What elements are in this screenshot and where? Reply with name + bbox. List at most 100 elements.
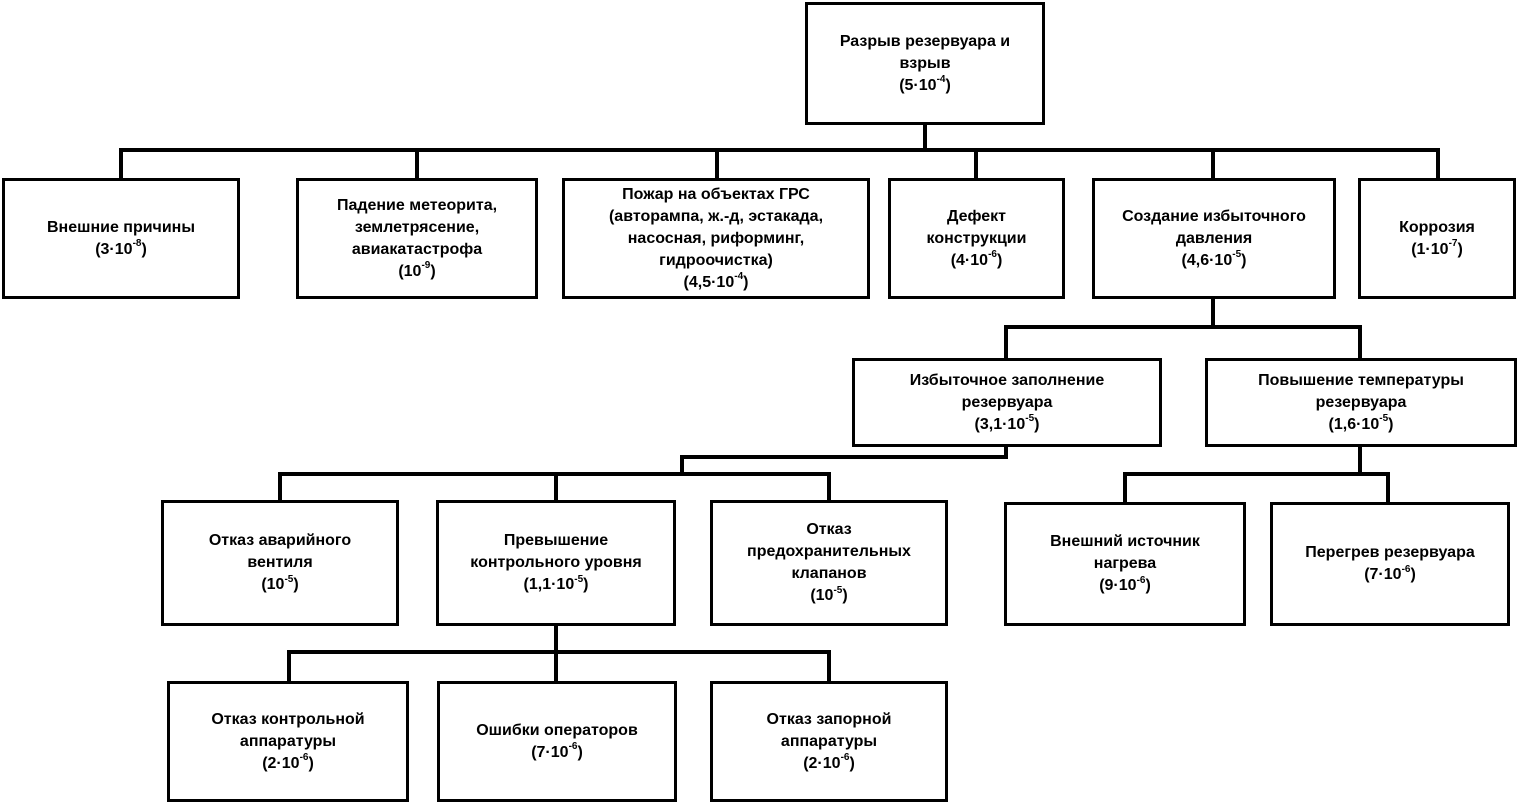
node-probability: (4,6·10-5) <box>1182 250 1247 272</box>
probability-pre: (2·10 <box>262 754 300 772</box>
node-label-line: клапанов <box>791 565 867 582</box>
node-probability: (4·10-6) <box>951 250 1003 272</box>
node-probability: (3·10-8) <box>95 239 147 261</box>
probability-pre: (10 <box>810 587 834 604</box>
probability-post: ) <box>743 273 749 291</box>
node-label-line: нагрева <box>1093 555 1157 572</box>
probability-exp: -5 <box>833 584 843 596</box>
probability-exp: -6 <box>1136 574 1146 586</box>
node-probability: (1·10-7) <box>1411 239 1463 261</box>
probability-post: ) <box>1241 251 1247 269</box>
node-label-line: землетрясение, <box>354 218 480 236</box>
node-label-line: Падение метеорита, <box>336 196 498 214</box>
probability-exp: -6 <box>299 752 309 764</box>
node-label-line: Коррозия <box>1399 218 1475 236</box>
node-label-line: Ошибки операторов <box>476 721 638 739</box>
node-probability: (10-5) <box>261 574 298 596</box>
node-label-line: резервуара <box>961 393 1053 411</box>
node-label-line: вентиля <box>247 554 313 571</box>
probability-post: ) <box>849 754 855 772</box>
node-fire-grs: Пожар на объектах ГРС (авторампа, ж.-д, э… <box>562 178 870 299</box>
node-probability: (7·10-6) <box>531 742 583 764</box>
node-label-line: Пожар на объектах ГРС <box>622 185 810 203</box>
node-label-line: давления <box>1175 229 1253 247</box>
node-temperature-rise: Повышение температуры резервуара (1,6·10-5… <box>1205 358 1517 447</box>
probability-exp: -6 <box>568 741 578 753</box>
probability-pre: (1,1·10 <box>523 576 575 593</box>
node-probability: (4,5·10-4) <box>684 272 749 294</box>
probability-post: ) <box>1388 415 1394 433</box>
node-emergency-valve-failure: Отказ аварийного вентиля (10-5) <box>161 500 399 626</box>
node-label-line: Отказ контрольной <box>211 710 365 728</box>
node-overpressure: Создание избыточного давления (4,6·10-5) <box>1092 178 1336 299</box>
probability-exp: -5 <box>574 573 584 585</box>
node-probability: (1,6·10-5) <box>1329 414 1394 436</box>
probability-exp: -5 <box>1379 413 1389 425</box>
node-label-line: Отказ аварийного <box>208 532 352 549</box>
probability-post: ) <box>577 743 583 761</box>
node-corrosion: Коррозия (1·10-7) <box>1358 178 1516 299</box>
probability-post: ) <box>1410 566 1416 583</box>
node-label-line: контрольного уровня <box>470 554 642 571</box>
node-probability: (9·10-6) <box>1099 575 1151 597</box>
node-probability: (2·10-6) <box>803 753 855 775</box>
node-label-line: Отказ запорной <box>766 710 892 728</box>
node-label-line: авиакатастрофа <box>351 240 483 258</box>
probability-pre: (1,6·10 <box>1328 415 1380 433</box>
probability-pre: (4,6·10 <box>1181 251 1233 269</box>
probability-post: ) <box>141 240 147 258</box>
probability-pre: (5·10 <box>899 76 937 94</box>
node-level-exceeded: Превышение контрольного уровня (1,1·10-5) <box>436 500 676 626</box>
node-label-line: Отказ <box>806 521 852 538</box>
probability-pre: (4,5·10 <box>683 273 735 291</box>
probability-exp: -9 <box>421 260 431 272</box>
probability-exp: -5 <box>1025 413 1035 425</box>
probability-exp: -8 <box>132 238 142 250</box>
probability-post: ) <box>583 576 589 593</box>
probability-post: ) <box>1145 577 1151 594</box>
node-probability: (10-5) <box>810 585 847 607</box>
probability-exp: -7 <box>1448 238 1458 250</box>
probability-post: ) <box>842 587 848 604</box>
node-design-defect: Дефект конструкции (4·10-6) <box>888 178 1065 299</box>
node-label-line: (авторампа, ж.-д, эстакада, <box>608 207 824 225</box>
probability-pre: (3,1·10 <box>974 415 1026 433</box>
node-label-line: взрыв <box>899 54 951 72</box>
probability-post: ) <box>945 76 951 94</box>
node-label-line: резервуара <box>1315 393 1407 411</box>
node-safety-valves-failure: Отказ предохранительных клапанов (10-5) <box>710 500 948 626</box>
node-label-line: Дефект <box>946 207 1007 225</box>
probability-exp: -6 <box>1401 563 1411 575</box>
probability-post: ) <box>293 576 299 593</box>
node-label-line: Создание избыточного <box>1122 207 1306 225</box>
probability-exp: -5 <box>284 573 294 585</box>
node-label-line: предохранительных <box>747 543 911 560</box>
probability-pre: (9·10 <box>1099 577 1137 594</box>
probability-pre: (4·10 <box>950 251 989 269</box>
node-label-line: конструкции <box>926 229 1027 247</box>
node-label-line: гидроочистка) <box>659 251 773 269</box>
probability-exp: -6 <box>840 752 850 764</box>
node-label-line: Превышение <box>503 532 609 549</box>
node-label-line: Повышение температуры <box>1258 371 1464 389</box>
node-probability: (1,1·10-5) <box>524 574 589 596</box>
node-meteor-earthquake-crash: Падение метеорита, землетрясение, авиаката… <box>296 178 538 299</box>
probability-pre: (10 <box>261 576 285 593</box>
probability-pre: (7·10 <box>531 743 569 761</box>
probability-post: ) <box>1034 415 1040 433</box>
probability-post: ) <box>430 262 436 280</box>
probability-exp: -6 <box>988 249 997 261</box>
node-label-line: Перегрев резервуара <box>1305 544 1475 561</box>
probability-post: ) <box>308 754 314 772</box>
node-probability: (3,1·10-5) <box>975 414 1040 436</box>
node-probability: (2·10-6) <box>262 753 314 775</box>
probability-pre: (2·10 <box>803 754 841 772</box>
probability-pre: (7·10 <box>1364 566 1402 583</box>
node-probability: (10-9) <box>398 261 435 283</box>
node-probability: (7·10-6) <box>1364 564 1416 586</box>
probability-post: ) <box>1457 240 1463 258</box>
